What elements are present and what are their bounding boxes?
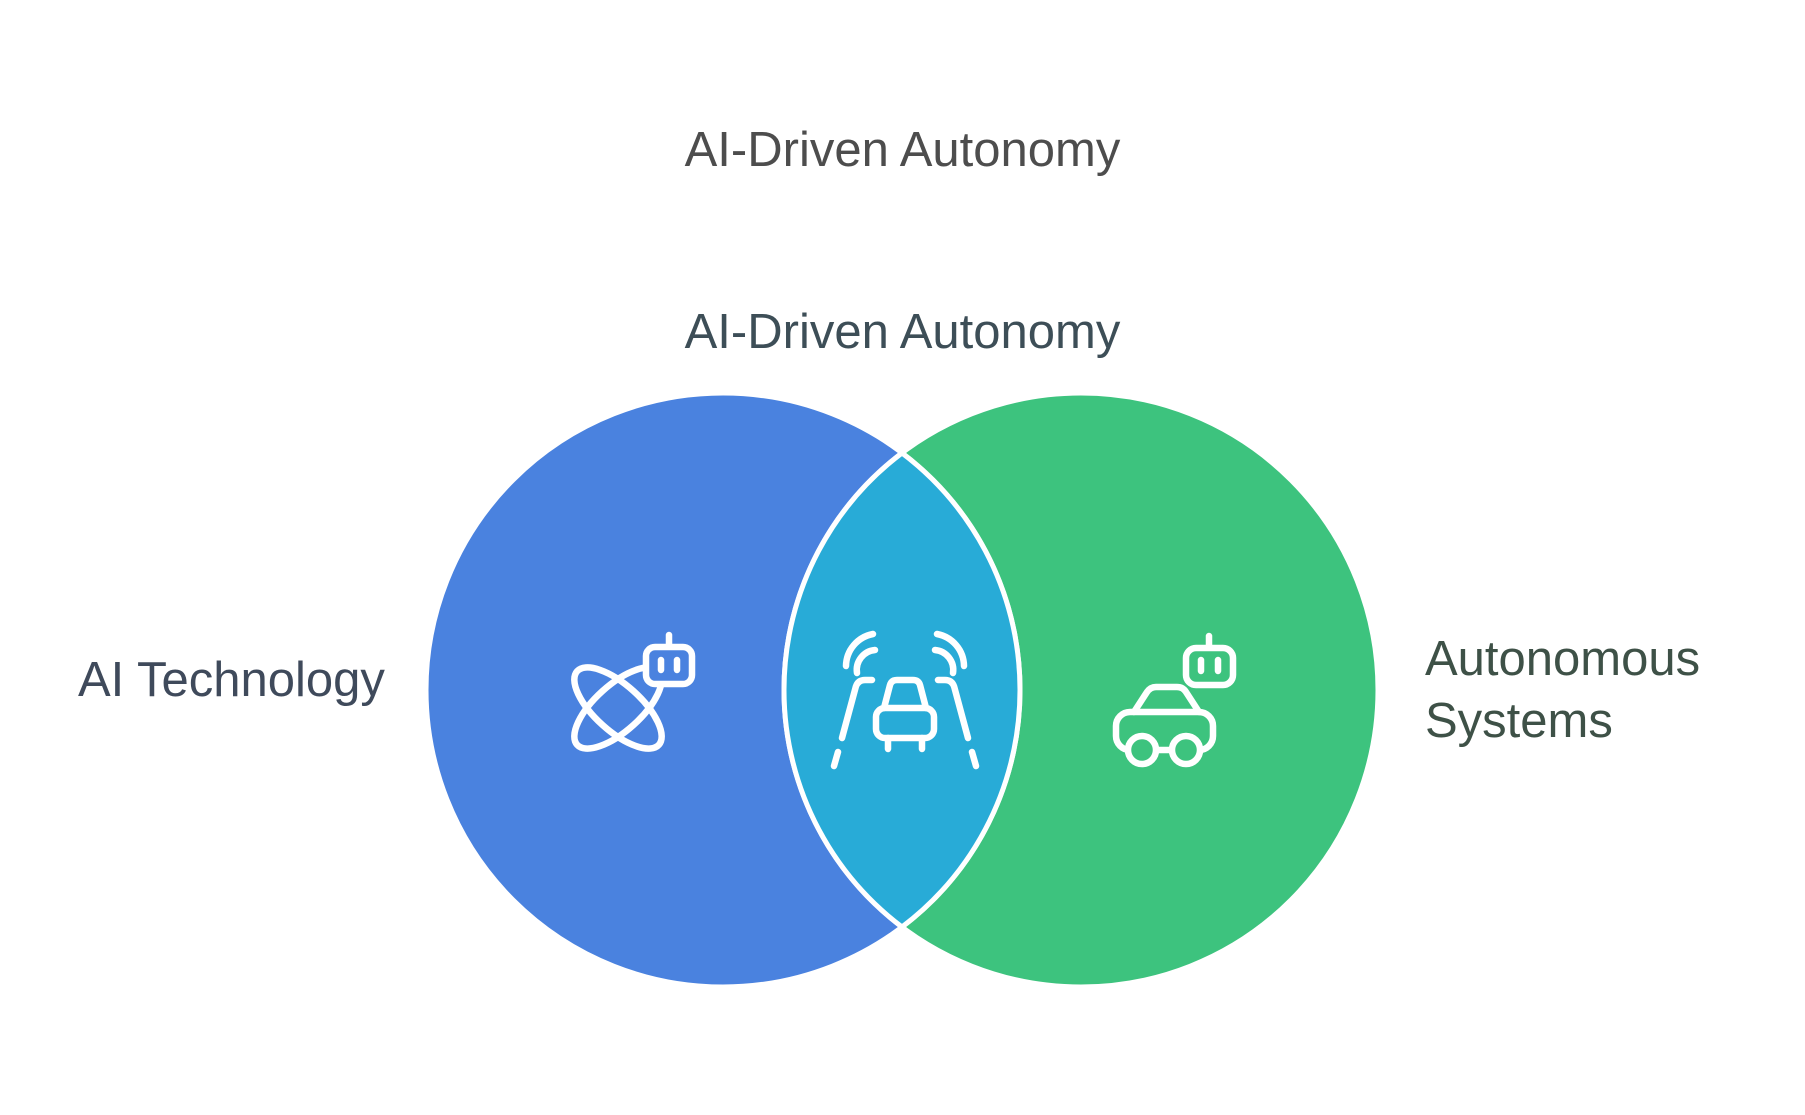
robot-eyes-icon — [657, 656, 681, 674]
right-circle-label: Autonomous Systems — [1425, 632, 1701, 748]
robot-car-icon — [1112, 632, 1237, 768]
ai-atom-robot-icon — [571, 631, 696, 752]
signal-wave-icon — [842, 630, 877, 670]
road-dash-right-icon — [968, 748, 980, 770]
robot-head-icon — [642, 643, 696, 688]
robot-eyes-icon — [1197, 656, 1222, 675]
atom-orbit-icon — [571, 664, 665, 752]
car-body-icon — [1112, 708, 1217, 754]
car-body-icon — [872, 704, 938, 742]
diagram-title: AI-Driven Autonomy — [684, 305, 1121, 359]
road-edge-right-icon — [934, 676, 972, 742]
robot-head-icon — [1182, 644, 1237, 689]
car-cabin-icon — [1130, 683, 1203, 716]
left-circle-label: AI Technology — [78, 653, 385, 707]
car-wheel-icon — [1124, 732, 1160, 768]
signal-wave-icon — [933, 630, 968, 670]
car-wheels-icon — [884, 734, 926, 753]
autonomous-driving-car-icon — [830, 630, 980, 770]
page-title: AI-Driven Autonomy — [684, 123, 1121, 177]
road-edge-left-icon — [838, 676, 876, 742]
car-cabin-icon — [880, 676, 930, 712]
signal-wave-icon — [853, 646, 879, 677]
signal-wave-icon — [931, 646, 957, 677]
intersection-lens — [781, 449, 1023, 931]
road-dash-left-icon — [830, 748, 842, 770]
car-wheel-icon — [1168, 732, 1204, 768]
